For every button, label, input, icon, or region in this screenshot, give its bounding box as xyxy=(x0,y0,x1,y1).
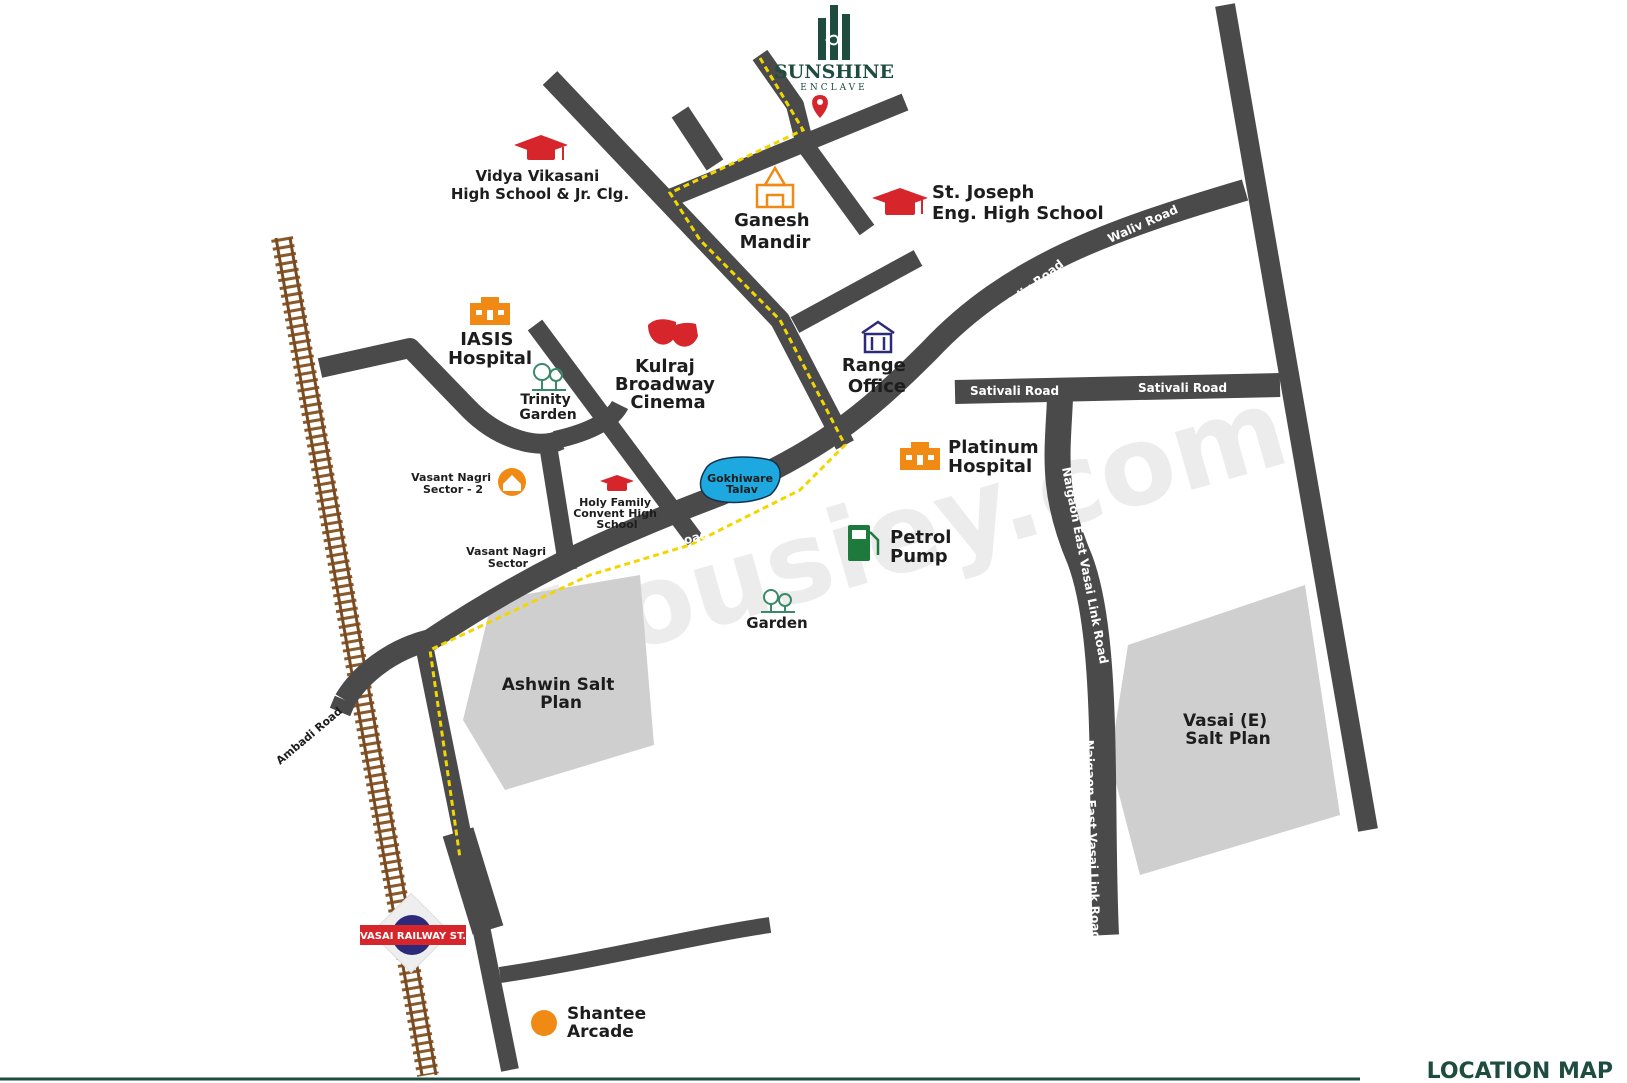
shantee-label-2: Arcade xyxy=(567,1022,634,1042)
temple-icon xyxy=(755,165,795,209)
home-icon xyxy=(498,468,526,496)
ashwin-salt-plan-area xyxy=(463,575,654,790)
svg-text:Ganesh Mandir: Ganesh Mandir xyxy=(734,210,816,253)
brand-name: SUNSHINE xyxy=(774,61,894,83)
iasis-label-2: Hospital xyxy=(448,348,532,369)
shantee-marker xyxy=(531,1010,557,1036)
svg-text:Platinum Hospital: Platinum Hospital xyxy=(948,437,1045,477)
talav-label-2: Talav xyxy=(726,483,759,496)
kulraj-label-2: Broadway xyxy=(615,374,715,395)
page-title: LOCATION MAP xyxy=(1427,1059,1613,1083)
holyfamily-label-1: Holy Family xyxy=(579,496,651,509)
location-pin-icon xyxy=(812,95,828,118)
fuel-pump-icon xyxy=(848,525,880,561)
ganesh-label-1: Ganesh xyxy=(734,210,809,231)
vasant2-label-2: Sector - 2 xyxy=(423,483,483,496)
petrol-label-1: Petrol xyxy=(890,527,951,548)
vasant-label-1: Vasant Nagri xyxy=(466,545,546,558)
svg-text:Vasant Nagri Sector: Vasant Nagri Sector xyxy=(466,545,550,570)
vasant-label-2: Sector xyxy=(488,557,529,570)
graduation-cap-icon-vidya xyxy=(514,135,568,160)
svg-text:IASIS Hospital: IASIS Hospital xyxy=(448,329,532,369)
iasis-label-1: IASIS xyxy=(460,329,513,350)
graduation-cap-icon-holy-family xyxy=(600,475,634,491)
range-label-2: Office xyxy=(848,376,906,397)
road-label-sativali-2: Sativali Road xyxy=(1138,381,1227,395)
vasai-salt-label-2: Salt Plan xyxy=(1185,729,1270,749)
svg-text:Gokhiware Talav: Gokhiware Talav xyxy=(707,472,777,496)
holyfamily-label-3: School xyxy=(596,518,637,531)
vidya-label-2: High School & Jr. Clg. xyxy=(451,185,629,203)
ashwin-label-2: Plan xyxy=(540,693,582,713)
svg-text:Ashwin Salt Plan: Ashwin Salt Plan xyxy=(502,675,621,713)
vasai-salt-plan-area xyxy=(1110,585,1340,875)
svg-text:Vidya Vikasani High School: Vidya Vikasani High School & Jr. Clg. xyxy=(451,167,629,203)
svg-text:Holy Family Convent High: Holy Family Convent High School xyxy=(573,496,661,531)
brand-sub: ENCLAVE xyxy=(800,83,867,93)
hospital-icon-platinum xyxy=(900,442,940,470)
trinity-label-1: Trinity xyxy=(520,392,570,408)
range-label-1: Range xyxy=(842,355,906,376)
sunshine-enclave-logo: SUNSHINE ENCLAVE xyxy=(774,5,894,118)
gokhiware-talav-lake xyxy=(699,456,781,504)
trinity-label-2: Garden xyxy=(519,407,576,423)
svg-text:Vasai (E) Salt Plan: Vasai (E) Salt Plan xyxy=(1183,711,1273,749)
talav-label-1: Gokhiware xyxy=(707,472,773,485)
svg-text:Range Office: Range Office xyxy=(842,355,912,397)
svg-text:Shantee Arcade: Shantee Arcade xyxy=(567,1004,652,1042)
vasai-salt-label-1: Vasai (E) xyxy=(1183,711,1267,731)
kulraj-label-1: Kulraj xyxy=(635,356,695,377)
ganesh-label-2: Mandir xyxy=(740,232,811,253)
garden-icon-trinity xyxy=(532,363,566,391)
ashwin-label-1: Ashwin Salt xyxy=(502,675,615,695)
theater-masks-icon xyxy=(648,319,698,347)
route-path xyxy=(428,57,847,859)
vidya-label-1: Vidya Vikasani xyxy=(475,167,599,185)
road-label-sativali-1: Sativali Road xyxy=(970,384,1059,398)
railway-station-badge: VASAI RAILWAY ST. xyxy=(360,892,466,974)
government-office-icon xyxy=(861,320,895,354)
stjoseph-label-1: St. Joseph xyxy=(932,182,1034,203)
platinum-label-2: Hospital xyxy=(948,456,1032,477)
svg-text:St. Joseph Eng. High Schoo: St. Joseph Eng. High School xyxy=(932,182,1104,224)
hospital-icon-iasis xyxy=(470,297,510,325)
stjoseph-label-2: Eng. High School xyxy=(932,203,1104,224)
station-label: VASAI RAILWAY ST. xyxy=(360,931,466,942)
svg-text:Petrol Pump: Petrol Pump xyxy=(890,527,958,567)
svg-text:Vasant Nagri Sector - 2: Vasant Nagri Sector - 2 xyxy=(411,471,495,496)
petrol-label-2: Pump xyxy=(890,546,948,567)
garden-label: Garden xyxy=(746,614,807,632)
road-label-ambadi: Ambadi Road xyxy=(274,705,345,768)
vasant2-label-1: Vasant Nagri xyxy=(411,471,491,484)
graduation-cap-icon-st-joseph xyxy=(872,188,928,215)
road-label-naigaon-2: Naigaon East Vasai Link Road xyxy=(1082,740,1103,941)
platinum-label-1: Platinum xyxy=(948,437,1039,458)
svg-text:Kulraj Broadway Cinema: Kulraj Broadway Cinema xyxy=(615,356,721,413)
shantee-label-1: Shantee xyxy=(567,1004,646,1024)
svg-text:Trinity Garden: Trinity Garden xyxy=(519,392,576,423)
kulraj-label-3: Cinema xyxy=(630,392,705,413)
garden-icon xyxy=(761,589,795,613)
holyfamily-label-2: Convent High xyxy=(573,507,657,520)
